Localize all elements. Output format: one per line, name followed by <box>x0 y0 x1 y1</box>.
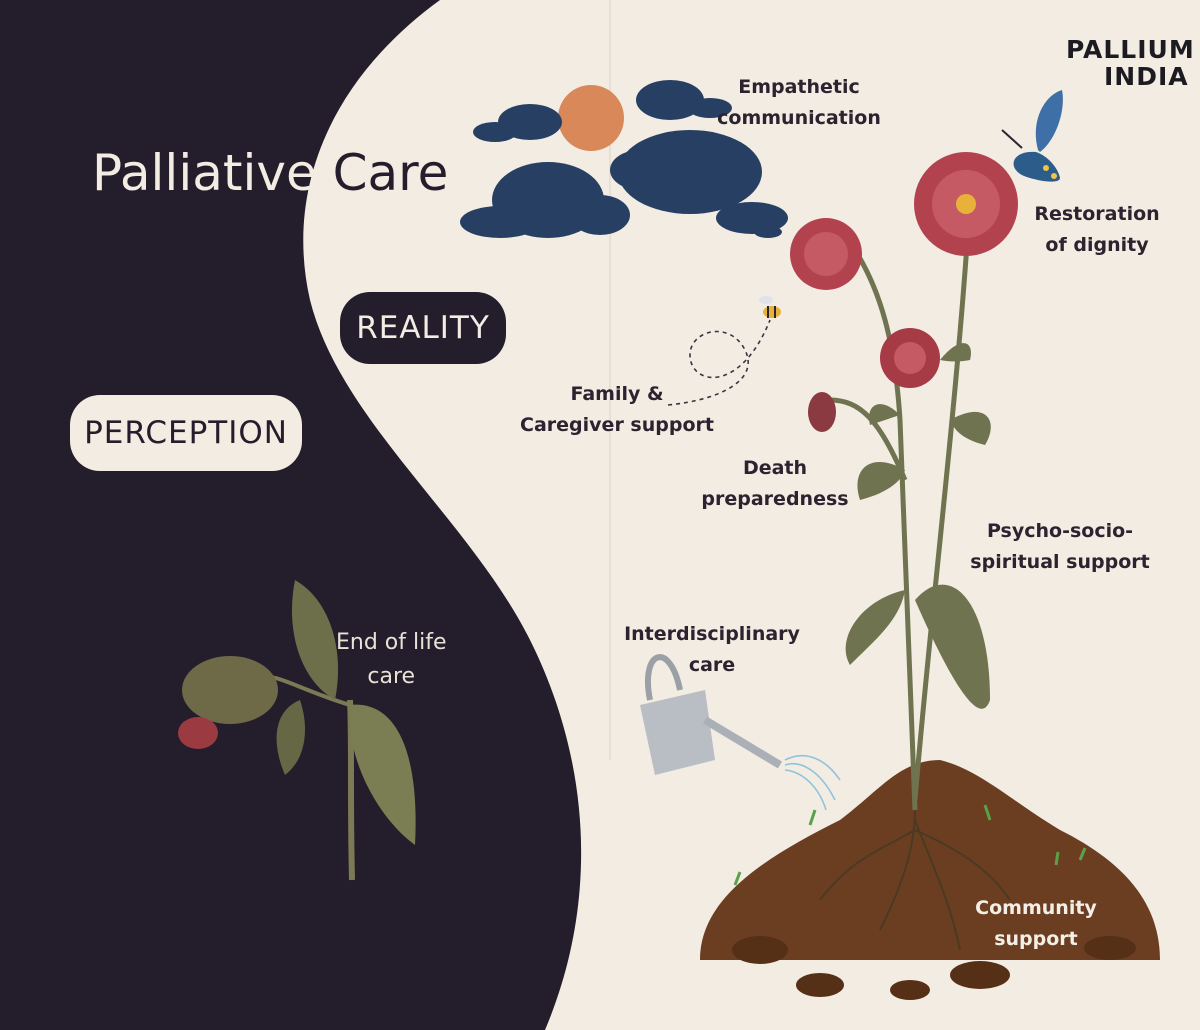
label-restoration-of-dignity: Restoration of dignity <box>1034 203 1160 256</box>
pallium-india-logo: PALLIUM INDIA <box>1066 36 1195 90</box>
label-empathetic-communication: Empathetic communication <box>717 76 881 129</box>
label-psycho-socio-spiritual-support: Psycho-socio- spiritual support <box>970 520 1150 573</box>
plant-leaves <box>845 343 991 709</box>
watering-can-icon <box>640 654 841 811</box>
logo-line-1: PALLIUM <box>1066 35 1195 64</box>
label-end-of-life-care: End of life care <box>336 630 447 689</box>
soil-clods <box>732 936 1136 1000</box>
label-family-caregiver-support: Family & Caregiver support <box>520 383 714 436</box>
reality-badge: REALITY <box>340 292 506 364</box>
cloud-icon <box>460 80 788 238</box>
sun-icon <box>558 85 624 151</box>
butterfly-icon <box>1001 90 1063 182</box>
label-death-preparedness: Death preparedness <box>701 457 849 510</box>
light-region <box>303 0 1200 1030</box>
title-part-palliative: Palliative <box>92 144 317 202</box>
bee-flight-path <box>667 319 771 406</box>
grass-sprouts <box>733 804 1087 886</box>
label-community-support: Community support <box>975 897 1097 950</box>
roots <box>819 809 1011 951</box>
flower-icon <box>790 152 1018 432</box>
page-title: Palliative Care <box>92 142 448 204</box>
bee-icon <box>759 296 781 318</box>
wilted-plant-icon <box>178 580 416 881</box>
label-interdisciplinary-care: Interdisciplinary care <box>624 623 800 676</box>
logo-line-2: INDIA <box>1104 62 1189 91</box>
title-part-care: Care <box>332 144 449 202</box>
perception-badge: PERCEPTION <box>70 395 302 471</box>
